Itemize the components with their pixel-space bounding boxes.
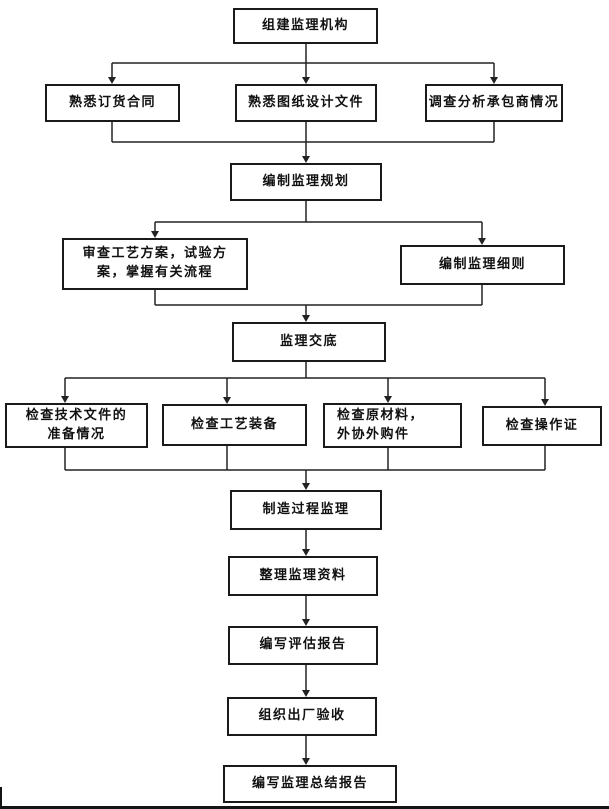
scan-edge-corner [0, 787, 2, 809]
flow-node-familiarize-drawings: 熟悉图纸设计文件 [235, 84, 377, 122]
flow-node-check-equipment: 检查工艺装备 [162, 404, 307, 446]
flow-node-evaluation-report: 编写评估报告 [228, 626, 378, 665]
flow-node-establish-org: 组建监理机构 [233, 8, 378, 44]
flow-node-organize-materials: 整理监理资料 [228, 556, 378, 596]
flow-node-review-process: 审查工艺方案，试验方 案，掌握有关流程 [62, 238, 248, 290]
flow-node-summary-report: 编写监理总结报告 [223, 765, 397, 803]
flow-node-investigate-contractor: 调查分析承包商情况 [425, 84, 563, 122]
flow-node-factory-acceptance: 组织出厂验收 [227, 697, 377, 736]
flow-node-check-docs: 检查技术文件的 准备情况 [5, 403, 148, 448]
flow-node-check-materials: 检查原材料， 外协外购件 [323, 403, 462, 448]
flow-node-disclosure: 监理交底 [232, 322, 386, 362]
flow-node-check-certificates: 检查操作证 [482, 406, 602, 446]
scan-edge-bottom [0, 806, 609, 809]
flow-node-compile-plan: 编制监理规划 [230, 163, 382, 201]
flow-node-process-supervision: 制造过程监理 [230, 490, 382, 530]
flow-node-compile-rules: 编制监理细则 [400, 245, 565, 285]
flow-node-familiarize-contract: 熟悉订货合同 [45, 84, 180, 122]
